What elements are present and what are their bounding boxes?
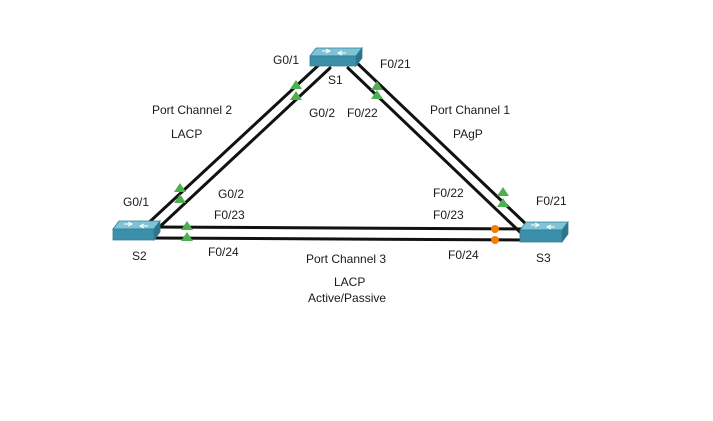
link-blocked-icon-s3-f024	[491, 236, 499, 244]
port-label-s1-f022: F0/22	[347, 106, 378, 120]
port-label-s1-f021: F0/21	[380, 57, 411, 71]
link-up-icon-s3-f022	[497, 198, 509, 207]
port-label-s3-f024: F0/24	[448, 248, 479, 262]
cable-s2-s3-a	[150, 225, 530, 231]
link-up-icon-s1-f022	[371, 90, 383, 99]
port-label-s3-f022: F0/22	[433, 186, 464, 200]
cable-bundle-s2-s3	[150, 225, 530, 242]
port-channel-3-protocol: LACP	[334, 275, 365, 289]
port-channel-3-mode: Active/Passive	[308, 291, 386, 305]
link-blocked-icon-s3-f023	[491, 225, 499, 233]
cable-s1-s2-a	[141, 60, 324, 230]
port-channel-1-protocol: PAgP	[453, 127, 483, 141]
port-channel-2-title: Port Channel 2	[152, 103, 232, 117]
switch-s2-label: S2	[132, 249, 147, 263]
switch-s1-arrows-icon	[322, 48, 346, 56]
switch-s1-side	[355, 46, 363, 68]
switch-s1-front	[309, 55, 357, 67]
port-label-s3-f023: F0/23	[433, 208, 464, 222]
link-up-icon-s1-f021	[371, 81, 383, 90]
port-label-s2-g02: G0/2	[218, 187, 244, 201]
switch-s3-top	[519, 221, 569, 231]
port-label-s3-f023-bg	[430, 206, 468, 224]
switch-s2-arrows-icon	[124, 221, 148, 229]
switch-s1-top	[309, 47, 363, 57]
link-up-icon-s2-g01	[174, 183, 186, 192]
port-channel-2-protocol: LACP	[171, 127, 202, 141]
switch-s2-side	[153, 219, 161, 242]
switch-s2[interactable]	[112, 219, 161, 242]
port-label-s2-g01: G0/1	[123, 195, 149, 209]
cable-s1-s3-a	[354, 60, 530, 228]
switch-s1-label: S1	[328, 73, 343, 87]
switch-s2-top	[112, 220, 161, 230]
switch-s1[interactable]	[309, 46, 363, 68]
port-channel-1-title: Port Channel 1	[430, 103, 510, 117]
link-up-icon-s3-f021	[497, 187, 509, 196]
switch-s3[interactable]	[519, 220, 569, 244]
switch-s3-front	[519, 229, 563, 243]
cable-bundle-s1-s2	[141, 60, 332, 236]
port-label-s3-f021: F0/21	[536, 194, 567, 208]
switch-s2-front	[112, 228, 155, 241]
link-indicators	[174, 80, 509, 244]
cable-s1-s2-b	[150, 66, 332, 236]
port-label-s2-f024: F0/24	[208, 245, 239, 259]
port-channel-3-title: Port Channel 3	[306, 252, 386, 266]
link-up-icon-s1-g02	[290, 91, 302, 100]
port-label-s2-f023-bg	[211, 206, 249, 224]
port-label-s1-g01: G0/1	[273, 53, 299, 67]
link-up-icon-s1-g01	[290, 80, 302, 89]
port-label-s1-g02: G0/2	[309, 106, 335, 120]
link-up-icon-s2-g02	[174, 194, 186, 203]
cable-s2-s3-b	[150, 236, 530, 242]
port-label-s2-f023: F0/23	[214, 208, 245, 222]
link-up-icon-s2-f023	[181, 221, 193, 230]
switch-s3-arrows-icon	[531, 222, 555, 230]
switch-s3-side	[561, 220, 569, 244]
switch-s3-label: S3	[536, 251, 551, 265]
link-up-icon-s2-f024	[181, 232, 193, 241]
